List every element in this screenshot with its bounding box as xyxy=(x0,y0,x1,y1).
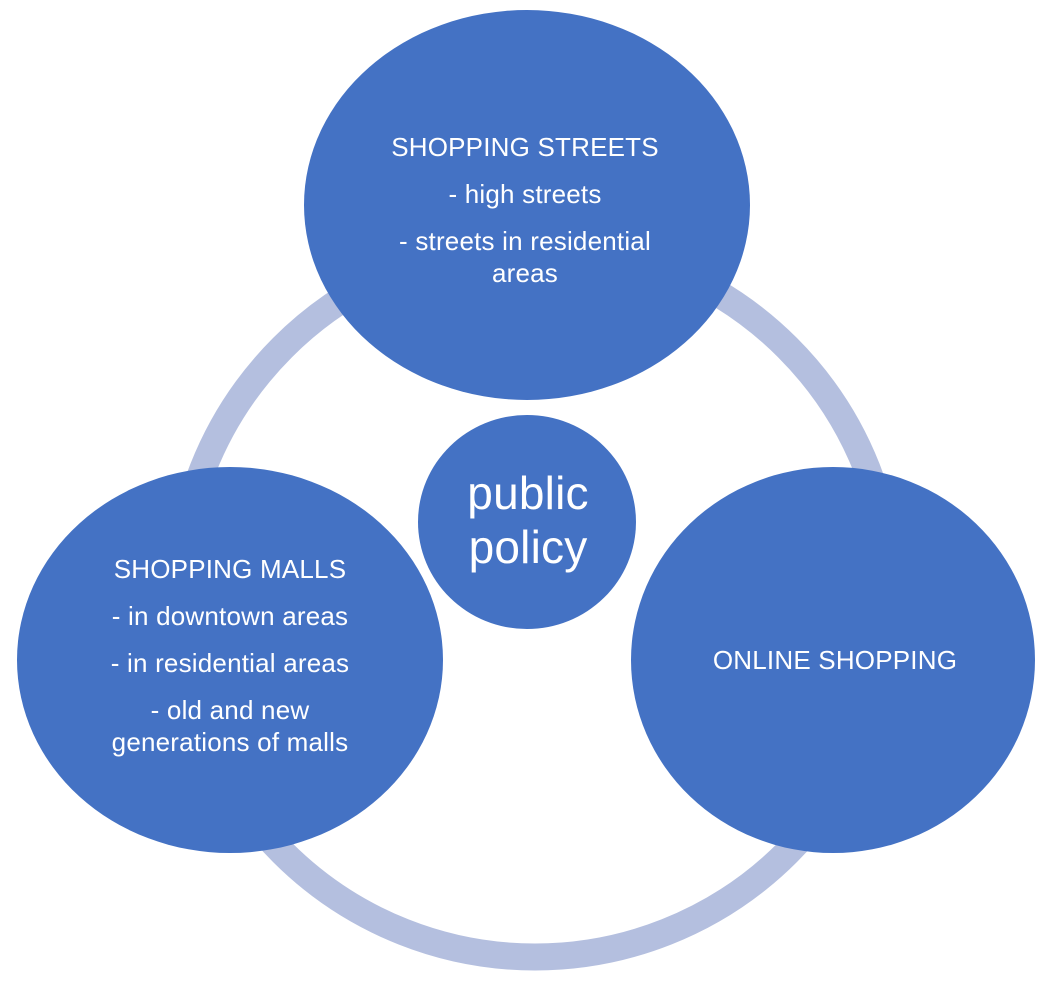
shopping-malls-title: SHOPPING MALLS xyxy=(113,553,347,584)
online-shopping-label-group: ONLINE SHOPPING xyxy=(640,620,1030,700)
public-policy-line-1: public xyxy=(467,467,589,519)
public-policy-line-2: policy xyxy=(468,521,588,573)
shopping-malls-item-generations-cont: generations of malls xyxy=(111,726,349,757)
shopping-malls-item-downtown: - in downtown areas xyxy=(111,600,349,631)
shopping-malls-node xyxy=(17,467,443,853)
shopping-streets-node xyxy=(304,10,750,400)
public-policy-node xyxy=(418,415,636,629)
shopping-streets-item-residential: - streets in residential xyxy=(399,226,651,256)
public-policy-label-group: public policy xyxy=(420,445,636,595)
shopping-streets-item-high-streets: - high streets xyxy=(448,179,602,209)
online-shopping-node xyxy=(631,467,1035,853)
shopping-streets-title: SHOPPING STREETS xyxy=(391,132,659,162)
shopping-malls-item-generations: - old and new xyxy=(150,694,310,725)
shopping-malls-label-group: SHOPPING MALLS - in downtown areas - in … xyxy=(40,535,420,775)
shopping-streets-label-group: SHOPPING STREETS - high streets - street… xyxy=(325,110,725,310)
shopping-streets-item-residential-cont: areas xyxy=(491,258,559,288)
online-shopping-title: ONLINE SHOPPING xyxy=(712,645,958,675)
shopping-malls-item-residential: - in residential areas xyxy=(110,647,350,678)
